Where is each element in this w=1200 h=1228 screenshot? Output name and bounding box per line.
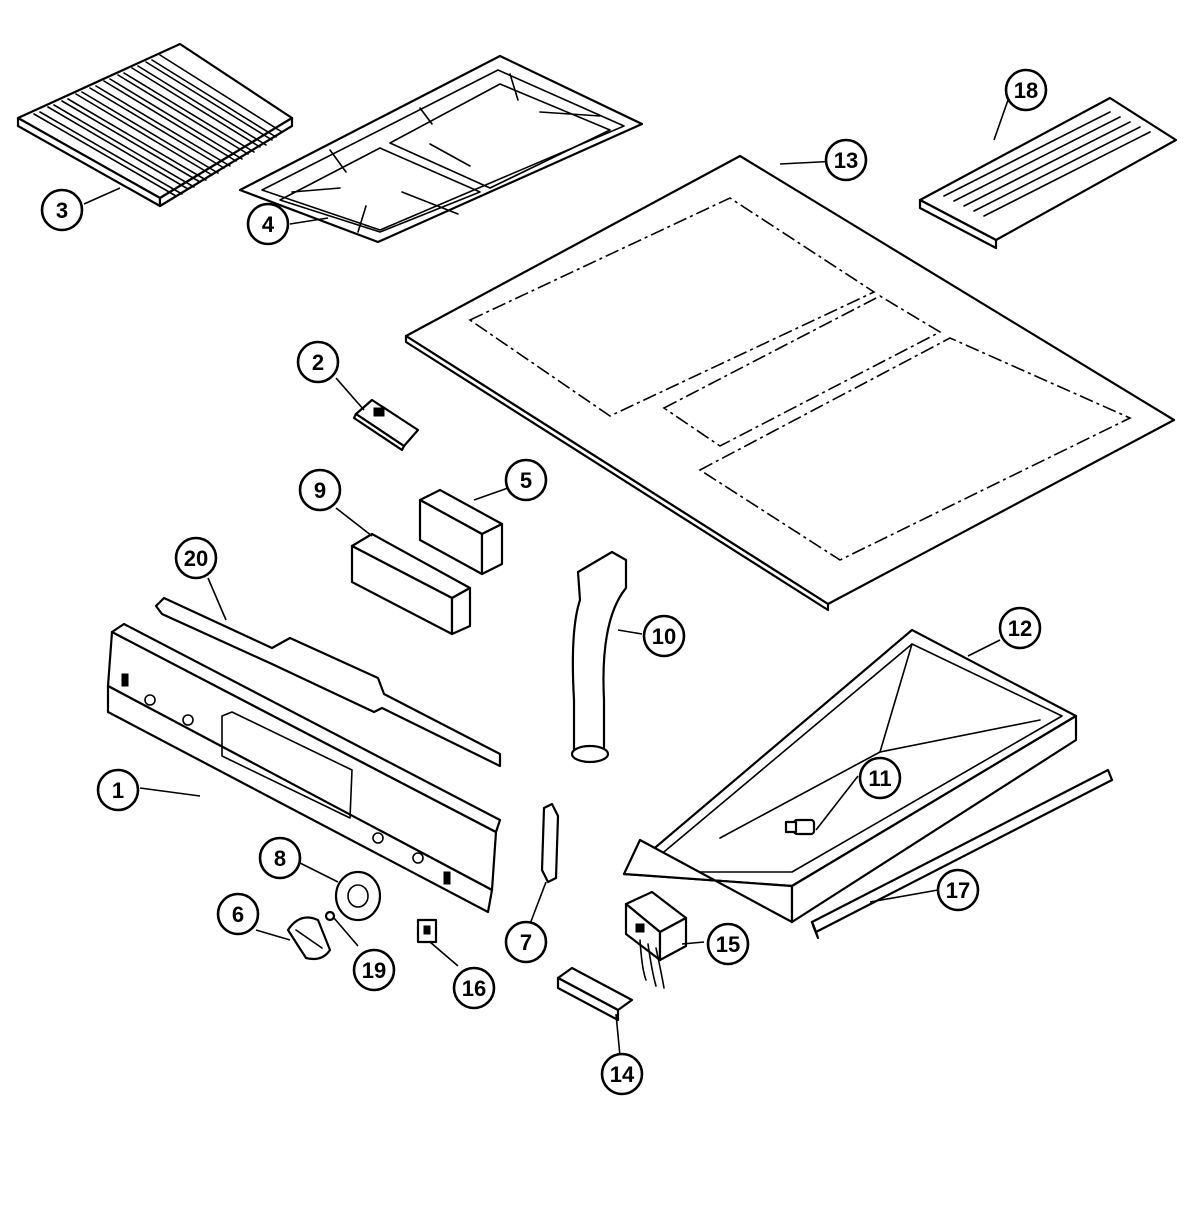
- part-11-fitting: [784, 818, 816, 836]
- callout-16: 16: [452, 966, 496, 1010]
- svg-text:5: 5: [520, 468, 532, 493]
- part-10-duct: [570, 550, 628, 764]
- callout-2: 2: [296, 340, 340, 384]
- callout-8: 8: [258, 836, 302, 880]
- callout-11: 11: [858, 756, 902, 800]
- svg-text:3: 3: [56, 198, 68, 223]
- svg-text:15: 15: [716, 932, 740, 957]
- svg-text:10: 10: [652, 624, 676, 649]
- svg-text:2: 2: [312, 350, 324, 375]
- svg-text:7: 7: [520, 930, 532, 955]
- callout-3: 3: [40, 188, 84, 232]
- part-12-drip-pan: [622, 628, 1078, 924]
- part-8-bezel: [334, 870, 382, 922]
- part-15-relay: [624, 890, 688, 989]
- svg-text:9: 9: [314, 478, 326, 503]
- callout-5: 5: [504, 458, 548, 502]
- part-13-cooktop: [404, 154, 1176, 612]
- part-16-switch: [416, 918, 438, 944]
- part-20-rail: [154, 596, 502, 768]
- part-5-block: [418, 488, 504, 576]
- svg-text:4: 4: [262, 212, 275, 237]
- svg-text:17: 17: [946, 878, 970, 903]
- svg-text:14: 14: [610, 1062, 635, 1087]
- callout-13: 13: [824, 138, 868, 182]
- leader-lines: [83, 99, 1009, 1057]
- svg-text:16: 16: [462, 976, 486, 1001]
- callout-12: 12: [998, 606, 1042, 650]
- part-17-strip: [810, 768, 1114, 940]
- part-3-grill-grate: [16, 42, 294, 208]
- callout-4: 4: [246, 202, 290, 246]
- svg-text:18: 18: [1014, 78, 1038, 103]
- part-1-control-panel: [106, 622, 502, 914]
- callout-9: 9: [298, 468, 342, 512]
- svg-text:8: 8: [274, 846, 286, 871]
- svg-text:19: 19: [362, 958, 386, 983]
- svg-text:11: 11: [868, 766, 891, 791]
- part-4-burner-grate: [238, 54, 644, 244]
- callout-19: 19: [352, 948, 396, 992]
- part-6-knob: [286, 916, 332, 961]
- part-14-clip: [556, 966, 634, 1022]
- callout-7: 7: [504, 920, 548, 964]
- svg-text:6: 6: [232, 902, 244, 927]
- svg-text:13: 13: [834, 148, 858, 173]
- callout-15: 15: [706, 922, 750, 966]
- callout-20: 20: [174, 536, 218, 580]
- callout-14: 14: [600, 1052, 644, 1096]
- part-9-bracket: [350, 532, 472, 636]
- callout-6: 6: [216, 892, 260, 936]
- part-2-switch: [352, 398, 420, 452]
- svg-text:12: 12: [1008, 616, 1032, 641]
- svg-text:20: 20: [184, 546, 208, 571]
- part-7-bracket: [540, 802, 560, 884]
- part-18-vent-trim: [918, 96, 1178, 250]
- callout-1: 1: [96, 768, 140, 812]
- callout-10: 10: [642, 614, 686, 658]
- part-19-screw: [324, 910, 336, 922]
- svg-text:1: 1: [112, 778, 124, 803]
- callout-17: 17: [936, 868, 980, 912]
- callout-18: 18: [1004, 68, 1048, 112]
